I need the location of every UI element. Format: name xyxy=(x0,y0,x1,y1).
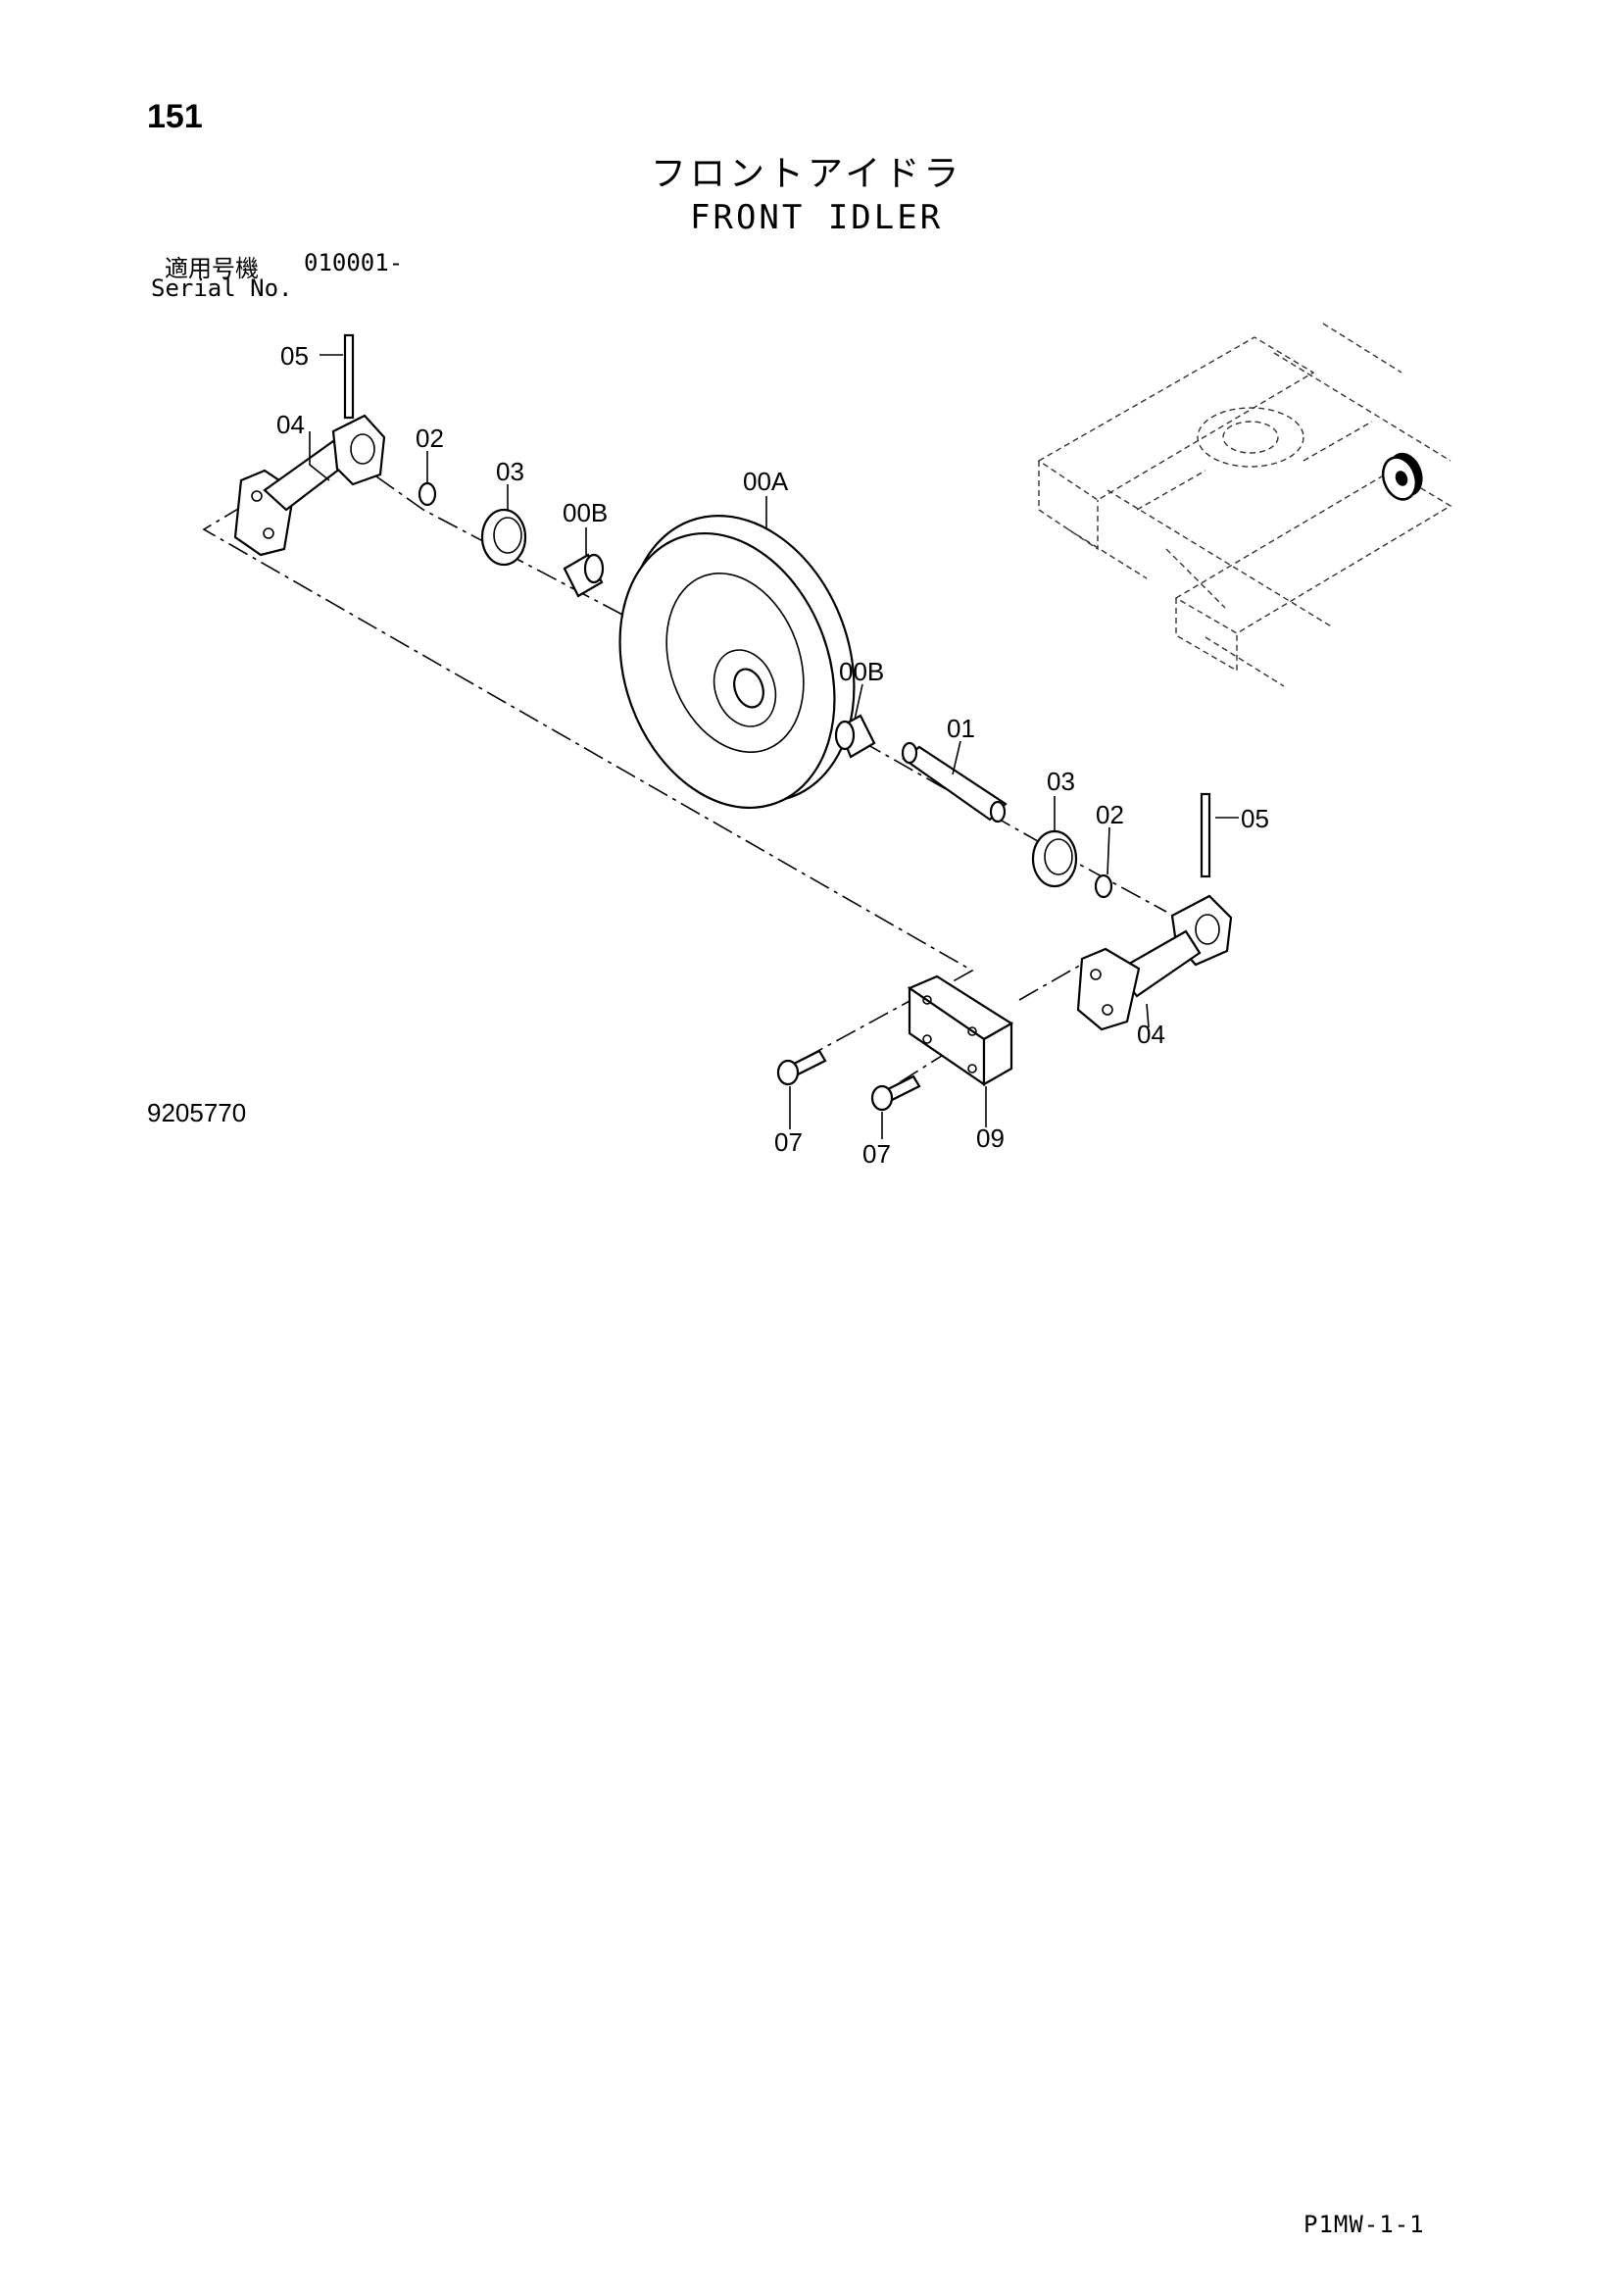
assembly-chain-line-plate xyxy=(1018,960,1089,1001)
callout-05-left: 05 xyxy=(280,341,309,371)
page-code: P1MW-1-1 xyxy=(1303,2211,1425,2238)
callout-07-b: 07 xyxy=(862,1139,891,1169)
callout-00b-right: 00B xyxy=(839,657,885,686)
callout-09: 09 xyxy=(976,1123,1005,1153)
callout-02-right: 02 xyxy=(1096,800,1124,829)
callout-04-left: 04 xyxy=(276,410,305,439)
bolt-a xyxy=(776,1049,827,1086)
callout-05-right: 05 xyxy=(1241,804,1269,833)
callout-00a: 00A xyxy=(743,467,789,496)
drawing-number: 9205770 xyxy=(147,1098,247,1127)
callout-07-a: 07 xyxy=(774,1127,803,1157)
thumbnail-highlighted-idler xyxy=(1381,452,1423,501)
snap-ring-left xyxy=(418,481,437,507)
yoke-right xyxy=(1076,894,1233,1031)
seal-left xyxy=(480,508,527,567)
leader-lines xyxy=(309,354,1239,1139)
bolt-b xyxy=(870,1074,921,1112)
assembly-chain-line-bolt-a xyxy=(803,999,912,1060)
serial-label-english: Serial No. xyxy=(151,275,293,302)
plate xyxy=(907,974,1014,1087)
bushing-left xyxy=(563,553,605,598)
snap-ring-right xyxy=(1094,873,1113,899)
callout-02-left: 02 xyxy=(416,424,444,453)
serial-label-japanese: 適用号機 xyxy=(165,255,259,282)
assembly-chain-line-main xyxy=(202,505,974,989)
callout-04-right: 04 xyxy=(1137,1020,1165,1049)
title-japanese: フロントアイドラ xyxy=(651,154,963,194)
callout-01: 01 xyxy=(947,714,975,743)
callout-03-right: 03 xyxy=(1047,767,1075,796)
idler-wheel xyxy=(618,515,856,810)
pin-right xyxy=(1200,792,1211,878)
assembly-chain-line-upper xyxy=(375,475,648,628)
shaft xyxy=(901,741,1008,824)
title-english: FRONT IDLER xyxy=(690,198,944,237)
callout-03-left: 03 xyxy=(496,457,524,486)
seal-right xyxy=(1031,829,1078,888)
bushing-right xyxy=(834,714,876,759)
pin-left xyxy=(343,333,355,420)
undercarriage-location-thumbnail xyxy=(1037,323,1452,687)
callout-00b-left: 00B xyxy=(563,498,609,527)
serial-value: 010001- xyxy=(304,249,404,276)
page-number: 151 xyxy=(147,98,203,135)
yoke-left xyxy=(233,414,386,557)
